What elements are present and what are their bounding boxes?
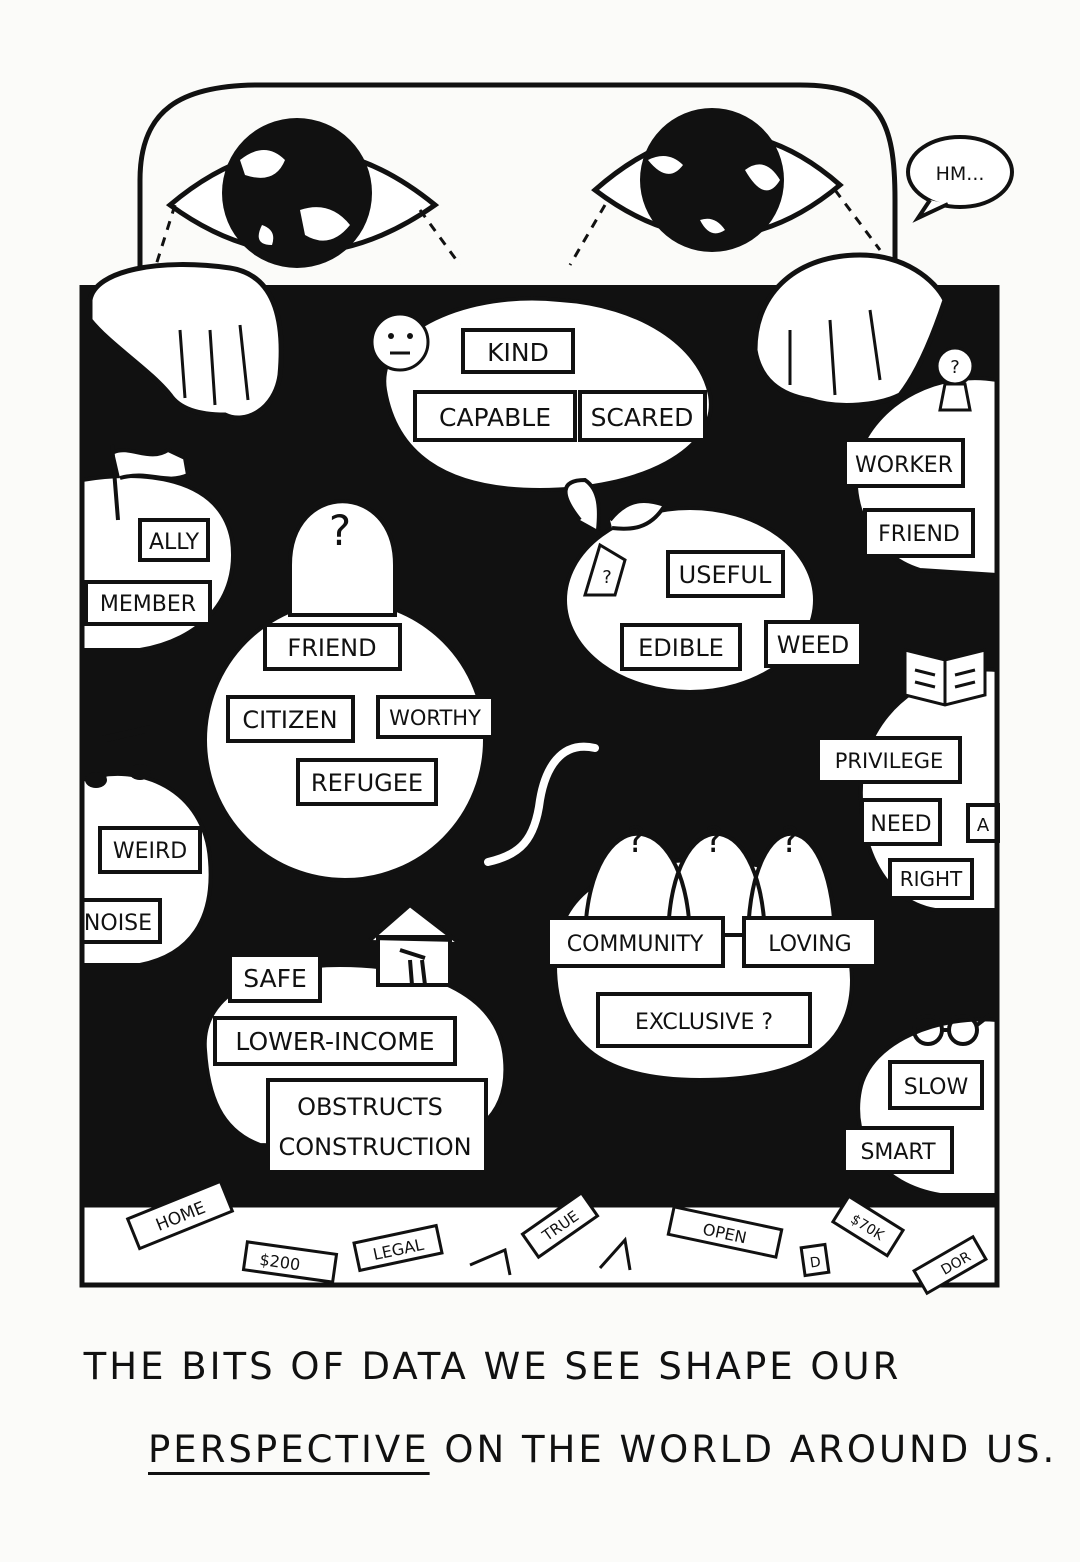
- tag-worker: WORKER: [855, 453, 953, 478]
- left-eye: [143, 118, 462, 301]
- tag-privilege: PRIVILEGE: [835, 749, 944, 773]
- right-top-mark: ?: [950, 357, 960, 378]
- tag-obstructs: OBSTRUCTS: [297, 1093, 443, 1121]
- tag-right: RIGHT: [900, 867, 963, 891]
- speech-text: HM...: [936, 163, 985, 185]
- tag-slow: SLOW: [904, 1075, 969, 1100]
- tag-edible: EDIBLE: [638, 634, 724, 662]
- right-eye: [568, 108, 882, 266]
- tag-friend-2: FRIEND: [878, 522, 960, 547]
- caption-line-2: PERSPECTIVE ON THE WORLD AROUND US.: [0, 1428, 1080, 1471]
- group-mark-1: ?: [626, 820, 645, 861]
- bubble-group: ? ? ? COMMUNITY LOVING EXCLUSIVE ?: [546, 820, 878, 1083]
- squiggle: [484, 742, 599, 866]
- speech-bubble: HM...: [906, 135, 1014, 223]
- tag-construction: CONSTRUCTION: [278, 1133, 471, 1161]
- caption-text-1: THE BITS OF DATA WE SEE SHAPE OUR: [83, 1345, 902, 1388]
- floor-card-open: OPEN: [666, 1205, 784, 1259]
- bubble-worker: ? WORKER FRIEND: [843, 346, 999, 578]
- person-mark: ?: [329, 506, 351, 555]
- tag-useful: USEFUL: [679, 561, 772, 589]
- head-outline: [137, 82, 898, 300]
- caption-emphasis: PERSPECTIVE: [148, 1428, 430, 1471]
- floor-card-200: $200: [241, 1240, 339, 1284]
- bubble-person: ? FRIEND CITIZEN WORTHY REFUGEE: [203, 499, 495, 882]
- tag-member: MEMBER: [100, 592, 196, 617]
- left-hand: [87, 262, 284, 421]
- tag-refugee: REFUGEE: [311, 769, 423, 797]
- floor-card-home: HOME: [125, 1179, 235, 1251]
- tag-weird: WEIRD: [113, 839, 187, 864]
- tag-kind: KIND: [487, 338, 549, 367]
- tag-community: COMMUNITY: [567, 932, 704, 957]
- tag-friend-1: FRIEND: [287, 634, 376, 662]
- bubble-privilege: PRIVILEGE NEED A RIGHT: [816, 648, 1000, 912]
- tag-weed: WEED: [777, 631, 850, 659]
- tag-a: A: [977, 815, 990, 836]
- bubble-slow: SLOW SMART: [842, 1013, 999, 1197]
- tag-scared: SCARED: [591, 403, 694, 432]
- plant-mark: ?: [602, 567, 612, 588]
- bubble-weird: WEIRD NOISE: [80, 724, 213, 967]
- tag-lower-income: LOWER-INCOME: [235, 1027, 434, 1056]
- tag-safe: SAFE: [243, 964, 307, 993]
- bubble-ally: ALLY MEMBER: [80, 444, 235, 652]
- tag-exclusive: EXCLUSIVE ?: [635, 1010, 773, 1035]
- tag-smart: SMART: [860, 1140, 936, 1165]
- tag-worthy: WORTHY: [389, 706, 481, 730]
- tag-capable: CAPABLE: [439, 403, 551, 432]
- group-mark-2: ?: [704, 820, 723, 861]
- bubble-home: SAFE LOWER-INCOME OBSTRUCTS CONSTRUCTION: [202, 902, 508, 1174]
- tag-loving: LOVING: [768, 932, 851, 957]
- floor-card-d: D: [799, 1242, 831, 1278]
- floor-card-legal: LEGAL: [352, 1223, 444, 1273]
- bubble-kind: KIND CAPABLE SCARED: [370, 296, 713, 493]
- bubble-plant: ? USEFUL EDIBLE WEED: [563, 477, 863, 694]
- tag-noise: NOISE: [84, 911, 152, 936]
- tag-need: NEED: [870, 812, 931, 837]
- caption-text-2: ON THE WORLD AROUND US.: [444, 1428, 1058, 1471]
- svg-text:D: D: [809, 1254, 822, 1271]
- tag-citizen: CITIZEN: [242, 706, 337, 734]
- caption-line-1: THE BITS OF DATA WE SEE SHAPE OUR: [0, 1345, 1080, 1388]
- group-mark-3: ?: [780, 820, 799, 861]
- right-hand: [752, 252, 948, 408]
- tag-ally: ALLY: [149, 530, 200, 555]
